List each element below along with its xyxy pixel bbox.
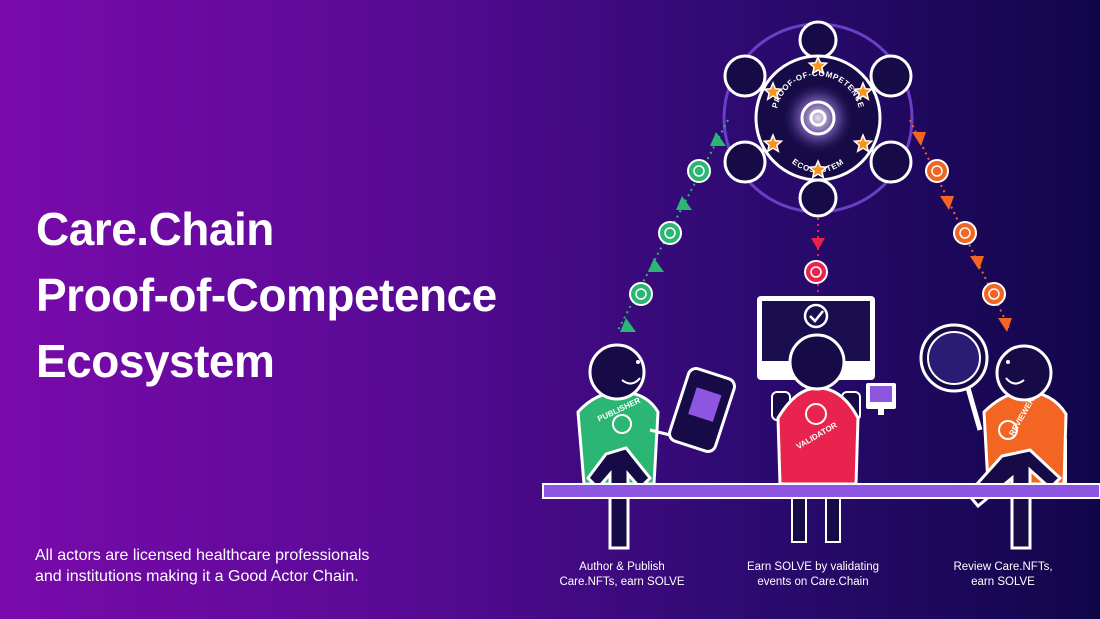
subtitle-line-2: and institutions making it a Good Actor … <box>35 568 359 585</box>
token-icon <box>953 221 977 245</box>
title-line-2: Proof-of-Competence <box>36 269 497 321</box>
flow-arrow <box>811 238 825 250</box>
validator-caption-line-1: Earn SOLVE by validating <box>746 561 880 573</box>
validator-figure: VALIDATOR <box>776 333 860 543</box>
token-icon <box>804 260 828 284</box>
flow-arrow <box>970 256 984 270</box>
hub-glow <box>782 82 854 154</box>
star-icon <box>852 133 874 153</box>
token-icon <box>687 159 711 183</box>
validator-caption: Earn SOLVE by validating events on Care.… <box>728 560 898 590</box>
magnifying-glass-icon <box>919 323 989 431</box>
reviewer-caption: Review Care.NFTs, earn SOLVE <box>918 560 1088 590</box>
token-icon <box>629 282 653 306</box>
star-icon <box>807 55 829 75</box>
star-icon <box>807 159 829 179</box>
badge-icon <box>998 420 1018 440</box>
badge-icon <box>612 414 632 434</box>
subtitle: All actors are licensed healthcare profe… <box>35 545 369 587</box>
token-icon <box>925 159 949 183</box>
small-monitor-icon <box>866 383 896 415</box>
flow-arrow <box>676 196 692 210</box>
reviewer-flow <box>909 119 1012 332</box>
token-icon <box>982 282 1006 306</box>
title-line-1: Care.Chain <box>36 203 274 255</box>
title-line-3: Ecosystem <box>36 335 275 387</box>
token-icon <box>658 221 682 245</box>
star-icon <box>852 81 874 101</box>
reviewer-caption-line-2: earn SOLVE <box>971 576 1035 588</box>
desk <box>542 483 1100 499</box>
tablet-document-icon <box>668 367 736 453</box>
star-icon <box>762 133 784 153</box>
publisher-caption-line-2: Care.NFTs, earn SOLVE <box>559 576 685 588</box>
publisher-flow <box>617 119 729 332</box>
flow-arrow <box>940 196 954 210</box>
reviewer-figure: REVIEWER <box>919 323 1068 550</box>
flow-arrow <box>710 132 726 146</box>
hub: PROOF-OF-COMPETENCE ECOSYSTEM <box>722 20 914 218</box>
flow-arrow <box>998 318 1012 332</box>
star-icon <box>762 81 784 101</box>
hub-stars <box>762 55 874 179</box>
validator-caption-line-2: events on Care.Chain <box>757 576 869 588</box>
hub-center-icon <box>800 100 836 136</box>
badge-icon <box>805 403 827 425</box>
subtitle-line-1: All actors are licensed healthcare profe… <box>35 547 370 564</box>
publisher-caption-line-1: Author & Publish <box>579 561 665 573</box>
publisher-figure: PUBLISHER <box>576 343 736 550</box>
publisher-caption: Author & Publish Care.NFTs, earn SOLVE <box>537 560 707 590</box>
flow-arrow <box>912 132 926 146</box>
flow-arrow <box>648 258 664 272</box>
validator-flow <box>804 218 828 292</box>
reviewer-caption-line-1: Review Care.NFTs, <box>953 561 1053 573</box>
flow-arrow <box>620 318 636 332</box>
